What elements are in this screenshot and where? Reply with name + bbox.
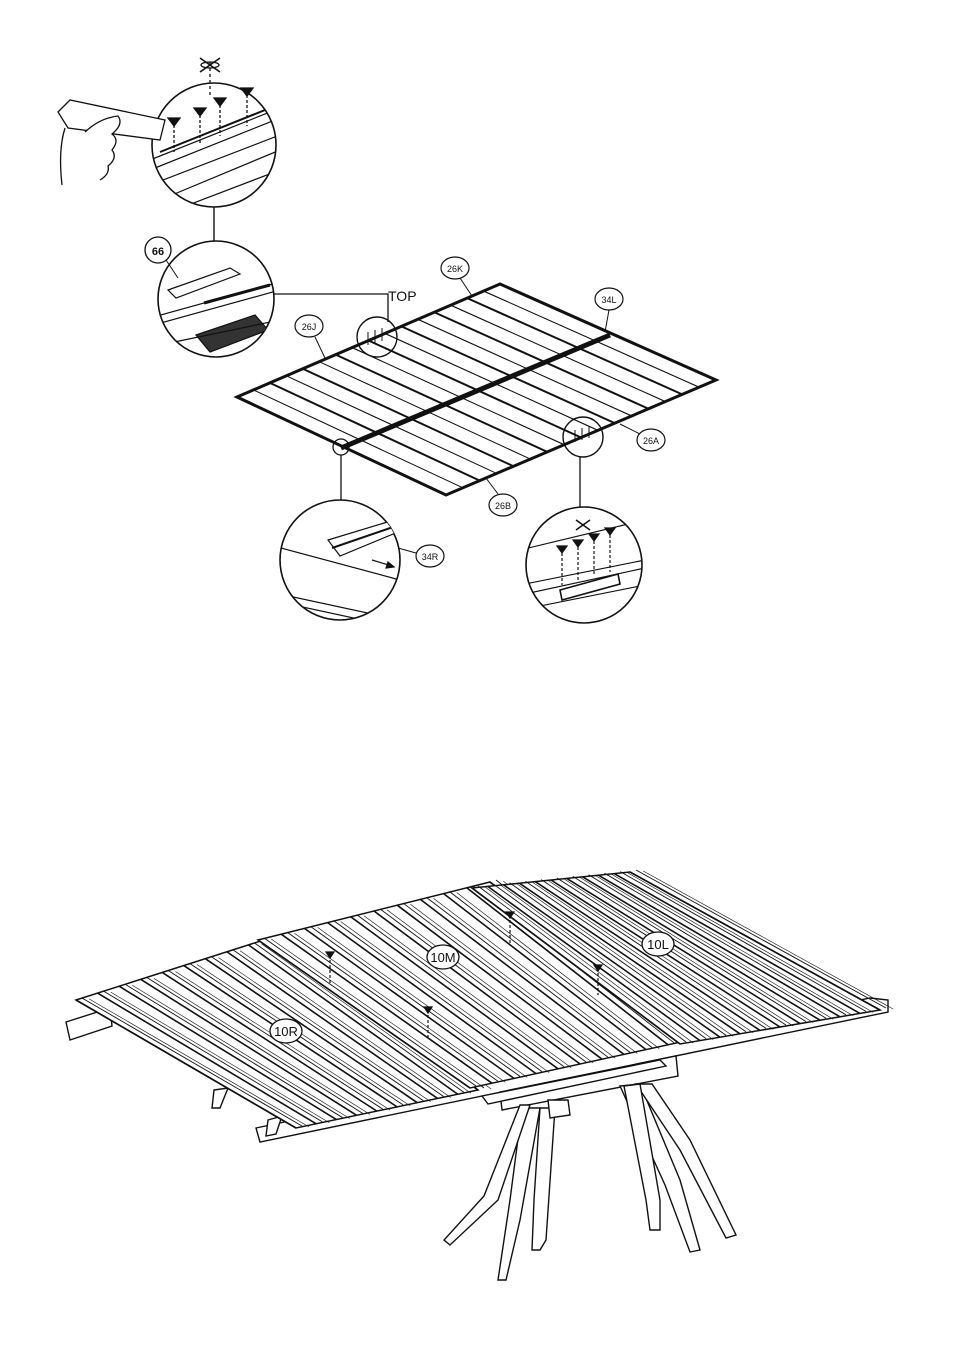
callout-10M-label: 10M <box>430 950 455 965</box>
callout-34R-label: 34R <box>422 552 439 562</box>
hand-holding-tool-icon <box>58 100 165 185</box>
callout-34L-label: 34L <box>601 295 616 305</box>
detail-circle-screw-top <box>58 58 280 241</box>
top-label: TOP <box>388 288 417 304</box>
top-figure-roof-panel-assembly <box>58 58 716 628</box>
callout-10R-label: 10R <box>274 1024 298 1039</box>
callout-26K <box>441 257 472 296</box>
bottom-figure-roof-on-sawhorses <box>66 870 893 1280</box>
callout-10L-label: 10L <box>647 937 669 952</box>
callout-26K-label: 26K <box>447 264 463 274</box>
callout-66-label: 66 <box>152 246 164 258</box>
callout-26J-label: 26J <box>302 322 317 332</box>
callout-26B-label: 26B <box>495 501 511 511</box>
callout-26A-label: 26A <box>643 436 659 446</box>
detail-circle-part-66 <box>145 237 388 357</box>
